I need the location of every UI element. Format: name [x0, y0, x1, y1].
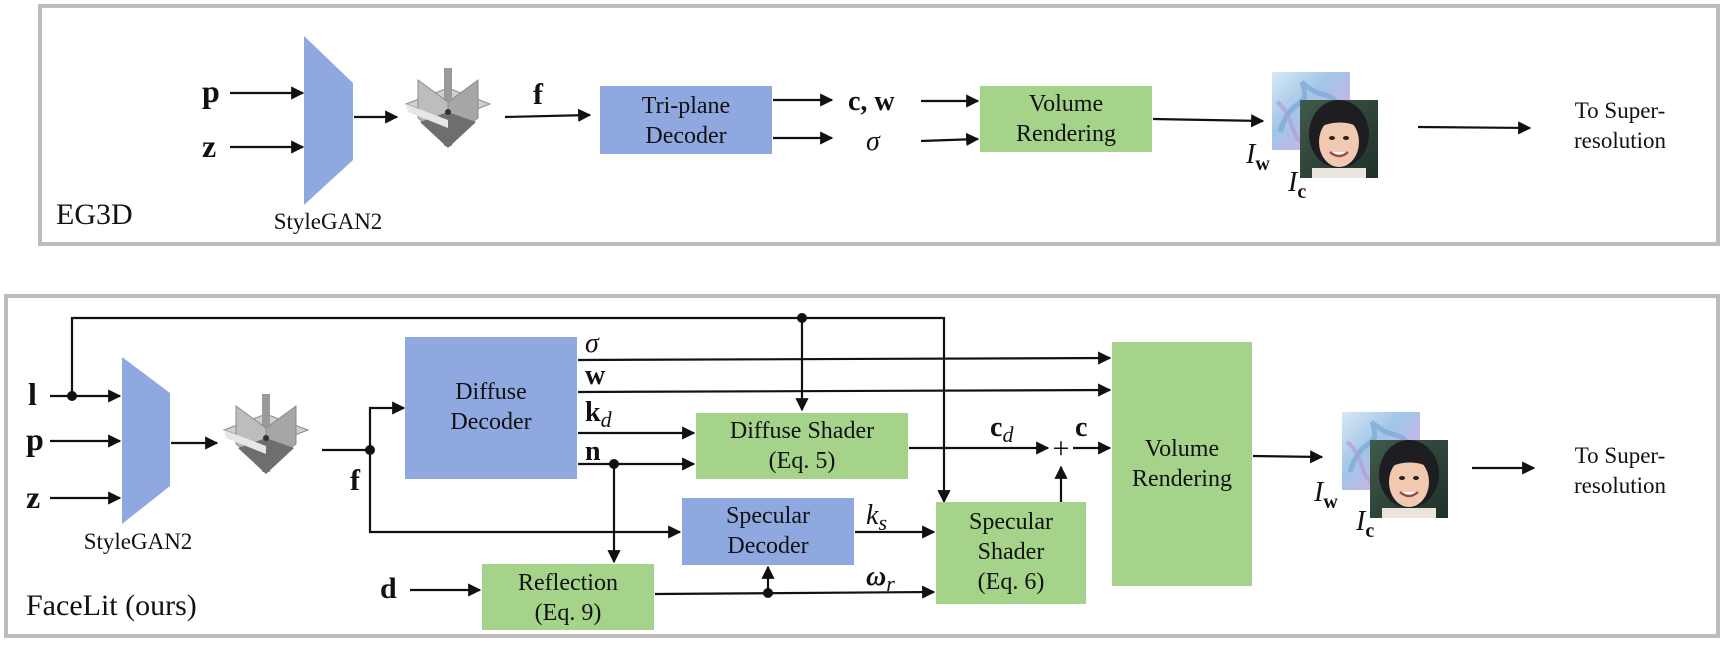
- facelit-specular-decoder-line1: Specular: [726, 503, 810, 529]
- facelit-edge-f-diffuse-decoder: [368, 401, 406, 450]
- facelit-image-c: Ic: [1355, 506, 1374, 542]
- facelit-render-line1: Volume: [1145, 436, 1219, 462]
- eg3d-edge-f: [504, 108, 592, 122]
- eg3d-decoder-line2: Decoder: [645, 123, 726, 149]
- eg3d-panel: EG3D p z StyleGAN2 f Tri-plane Decoder c…: [38, 4, 1720, 246]
- eg3d-next-line1: To Super-: [1575, 98, 1666, 123]
- facelit-diffuse-shader: [696, 413, 908, 479]
- facelit-diffuse-decoder-line2: Decoder: [450, 409, 531, 435]
- facelit-reflection-line2: (Eq. 9): [535, 600, 602, 626]
- facelit-input-z: z: [26, 479, 40, 515]
- facelit-output-omega-r: ωr: [866, 561, 895, 596]
- facelit-title: FaceLit (ours): [26, 589, 197, 622]
- facelit-output-cd: cd: [990, 412, 1014, 447]
- facelit-edge-sigma-render: [577, 351, 1112, 365]
- facelit-specular-shader-line1: Specular: [969, 509, 1053, 535]
- facelit-next-line1: To Super-: [1575, 443, 1666, 468]
- facelit-specular-decoder: [682, 498, 854, 565]
- facelit-edge-omega-specular-shader: [654, 585, 936, 599]
- eg3d-stylegan-label: StyleGAN2: [274, 209, 383, 234]
- eg3d-next-line2: resolution: [1574, 128, 1666, 153]
- facelit-edge-w-render: [577, 383, 1112, 397]
- eg3d-output-cw: c, w: [848, 86, 895, 117]
- facelit-input-l: l: [28, 376, 37, 412]
- facelit-reflection-line1: Reflection: [518, 570, 618, 596]
- facelit-specular-shader: [936, 502, 1086, 604]
- facelit-stylegan-block: [122, 357, 170, 524]
- eg3d-edge-render-images: [1152, 114, 1265, 128]
- facelit-stylegan-label: StyleGAN2: [84, 529, 193, 554]
- eg3d-triplane-decoder: [600, 86, 772, 154]
- facelit-specular-shader-line2: Shader: [978, 539, 1045, 565]
- facelit-plus-sign: +: [1053, 432, 1070, 465]
- eg3d-image-w: Iw: [1245, 139, 1270, 175]
- eg3d-render-line2: Rendering: [1016, 121, 1116, 147]
- facelit-output-c: c: [1075, 412, 1087, 443]
- eg3d-render-line1: Volume: [1029, 91, 1103, 117]
- facelit-image-w: Iw: [1313, 477, 1338, 513]
- facelit-diffuse-decoder-line1: Diffuse: [455, 379, 527, 405]
- facelit-output-n: n: [585, 436, 601, 467]
- eg3d-edge-sigma-render: [920, 132, 980, 147]
- facelit-volume-rendering: [1112, 342, 1252, 586]
- eg3d-title: EG3D: [56, 198, 133, 231]
- facelit-input-p: p: [26, 421, 44, 457]
- facelit-specular-decoder-line2: Decoder: [727, 533, 808, 559]
- eg3d-stylegan-block: [304, 36, 353, 205]
- eg3d-input-z: z: [202, 128, 216, 164]
- facelit-next-line2: resolution: [1574, 473, 1666, 498]
- eg3d-feature-f: f: [533, 78, 544, 111]
- facelit-diffuse-decoder: [405, 337, 577, 479]
- facelit-render-line2: Rendering: [1132, 466, 1232, 492]
- eg3d-input-p: p: [202, 73, 220, 109]
- facelit-feature-f: f: [350, 464, 361, 497]
- facelit-edge-l-top: [70, 316, 946, 500]
- facelit-diffuse-shader-line1: Diffuse Shader: [730, 418, 874, 444]
- eg3d-image-c: Ic: [1287, 167, 1306, 203]
- facelit-output-ks: ks: [866, 500, 887, 535]
- facelit-specular-shader-line3: (Eq. 6): [978, 569, 1045, 595]
- facelit-output-kd: kd: [585, 397, 613, 432]
- facelit-edge-render-images: [1252, 450, 1324, 464]
- facelit-edge-f-specular-decoder: [368, 450, 682, 539]
- facelit-output-w: w: [585, 360, 606, 391]
- eg3d-output-sigma: σ: [866, 126, 881, 157]
- facelit-panel: FaceLit (ours) l p z StyleGAN2 f Diffuse…: [4, 294, 1720, 638]
- facelit-reflection: [482, 564, 654, 630]
- eg3d-volume-rendering: [980, 86, 1152, 152]
- facelit-output-sigma: σ: [585, 328, 600, 359]
- facelit-diffuse-shader-line2: (Eq. 5): [769, 448, 836, 474]
- facelit-input-d: d: [380, 572, 397, 605]
- eg3d-edge-to-superres: [1417, 121, 1532, 135]
- eg3d-decoder-line1: Tri-plane: [642, 93, 730, 119]
